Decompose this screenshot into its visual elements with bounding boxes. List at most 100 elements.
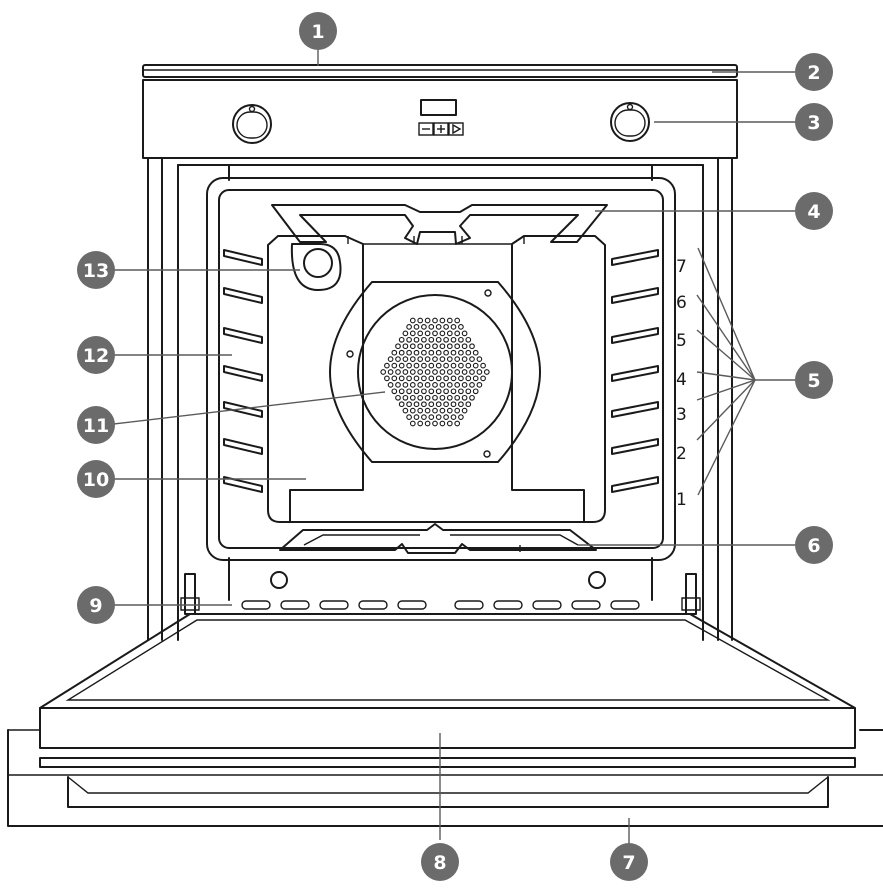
fan-hole xyxy=(398,375,405,382)
fan-hole xyxy=(458,324,464,330)
fan-hole xyxy=(465,375,472,382)
fan-hole xyxy=(439,356,446,362)
callout-1: 1 xyxy=(299,12,337,50)
fan-hole xyxy=(406,362,412,369)
fan-hole xyxy=(469,356,475,362)
fan-hole xyxy=(395,343,401,350)
left-shelf-guide xyxy=(223,287,263,304)
vent-slot xyxy=(493,600,523,610)
fan-hole xyxy=(465,362,472,369)
fan-hole xyxy=(417,356,424,362)
fan-hole xyxy=(443,324,449,330)
fan-hole xyxy=(406,324,412,330)
fan-hole xyxy=(439,394,446,401)
callout-13-label: 13 xyxy=(83,260,109,282)
fan-hole xyxy=(454,343,461,350)
shelf-level-5: 5 xyxy=(676,331,687,351)
fan-hole xyxy=(443,401,449,408)
fan-hole xyxy=(443,375,449,382)
right-shelf-guide xyxy=(611,438,659,455)
fan-hole xyxy=(446,330,453,337)
fan-hole xyxy=(413,362,420,369)
fan-hole xyxy=(435,414,442,420)
vent-slot xyxy=(319,600,349,610)
fan-hole xyxy=(465,388,472,395)
fan-hole xyxy=(446,343,453,350)
callout-3-label: 3 xyxy=(807,112,820,134)
fan-hole xyxy=(409,330,416,337)
callout-1-label: 1 xyxy=(311,21,324,43)
fan-hole xyxy=(458,362,464,369)
fan-hole xyxy=(443,388,449,395)
fan-hole xyxy=(461,330,468,337)
fan-hole xyxy=(398,336,405,343)
vent-slot xyxy=(397,600,427,610)
fan-hole xyxy=(469,369,475,375)
fan-hole xyxy=(435,324,442,330)
fan-hole xyxy=(395,382,401,388)
fan-hole xyxy=(424,356,431,362)
left-shelf-guide xyxy=(223,327,263,344)
vent-slot xyxy=(610,600,640,610)
fan-hole xyxy=(402,330,409,337)
fan-hole xyxy=(450,401,457,408)
right-shelf-guide xyxy=(611,401,659,418)
fan-hole xyxy=(421,349,427,356)
fan-hole xyxy=(472,349,479,356)
fan-hole xyxy=(409,317,416,324)
fan-hole xyxy=(421,388,427,395)
fan-cover xyxy=(329,281,541,463)
fan-hole xyxy=(417,420,424,427)
vent-slot xyxy=(241,600,271,610)
fan-hole xyxy=(402,369,409,375)
fan-hole xyxy=(483,369,490,375)
fan-hole xyxy=(384,375,390,382)
callout-9: 9 xyxy=(77,586,115,624)
fan-hole xyxy=(413,401,420,408)
fan-hole xyxy=(406,375,412,382)
callout-2-label: 2 xyxy=(807,62,820,84)
callout-12: 12 xyxy=(77,336,115,374)
callout-4-label: 4 xyxy=(807,201,820,223)
fan-hole xyxy=(443,362,449,369)
left-shelf-guides xyxy=(223,249,263,493)
fan-hole xyxy=(439,343,446,350)
fan-hole xyxy=(402,394,409,401)
callout-11: 11 xyxy=(77,406,115,444)
fan-hole xyxy=(450,375,457,382)
fan-hole xyxy=(450,362,457,369)
shelf-level-2: 2 xyxy=(676,444,687,464)
fan-hole xyxy=(439,382,446,388)
callout-6: 6 xyxy=(795,526,833,564)
vent-slot xyxy=(454,600,484,610)
fan-hole xyxy=(458,401,464,408)
fan-hole xyxy=(480,362,486,369)
fan-hole xyxy=(417,369,424,375)
callout-7-label: 7 xyxy=(622,852,635,874)
fan-hole xyxy=(413,349,420,356)
left-shelf-guide xyxy=(223,476,263,493)
fan-hole xyxy=(476,356,483,362)
control-panel xyxy=(142,79,738,159)
fan-hole xyxy=(435,401,442,408)
fan-hole xyxy=(428,414,435,420)
callout-5: 5 xyxy=(795,361,833,399)
fan-hole xyxy=(454,330,461,337)
oven-lamp xyxy=(290,243,342,291)
shelf-level-3: 3 xyxy=(676,405,687,425)
fan-hole xyxy=(432,356,438,362)
leader-lines xyxy=(104,50,795,845)
fan-hole xyxy=(446,369,453,375)
fan-hole xyxy=(446,420,453,427)
fan-hole xyxy=(406,401,412,408)
fan-hole xyxy=(432,394,438,401)
left-shelf-guide xyxy=(223,401,263,418)
vent-slot xyxy=(571,600,601,610)
fan-hole xyxy=(424,343,431,350)
fan-hole xyxy=(446,382,453,388)
fan-hole xyxy=(387,356,394,362)
fan-hole xyxy=(395,356,401,362)
fan-hole xyxy=(424,394,431,401)
fan-hole xyxy=(432,420,438,427)
left-shelf-guide xyxy=(223,249,263,266)
